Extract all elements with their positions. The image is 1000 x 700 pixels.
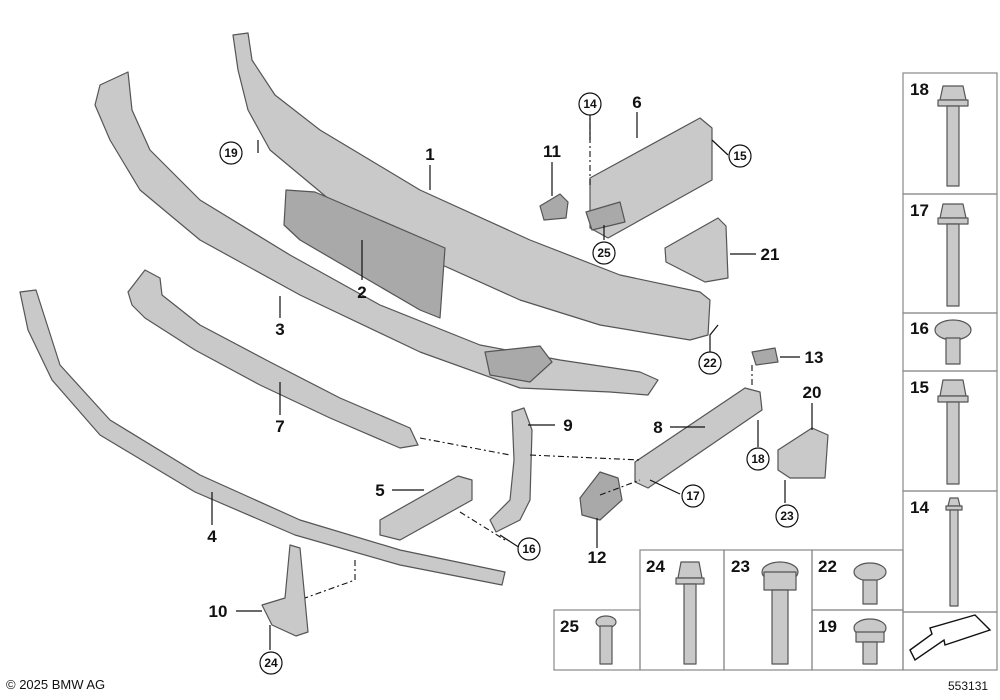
part-2-absorber-plate[interactable] (283, 189, 446, 319)
alignment-line (419, 437, 511, 456)
bolt-18-drawing (937, 85, 969, 187)
alignment-line (529, 454, 641, 461)
svg-text:22: 22 (703, 356, 717, 370)
part-12-bracket[interactable] (579, 471, 623, 521)
fastener-label-17: 17 (910, 201, 929, 220)
svg-text:15: 15 (733, 149, 747, 163)
circled-callout-15: 15 (728, 144, 752, 168)
fastener-label-23: 23 (731, 557, 750, 576)
part-21-bracket[interactable] (664, 217, 729, 283)
svg-text:18: 18 (751, 452, 765, 466)
svg-text:19: 19 (224, 146, 238, 160)
part-1-carrier-beam[interactable] (232, 32, 711, 341)
part-8-crash-box[interactable] (634, 387, 763, 489)
bolt-24-drawing (675, 561, 705, 665)
circled-callout-24: 24 (259, 651, 283, 675)
diagram-number: 553131 (948, 679, 989, 693)
bolt-14-drawing (945, 497, 963, 607)
callout-3: 3 (275, 320, 284, 339)
part-20-bracket[interactable] (777, 427, 829, 479)
circled-callout-17: 17 (681, 484, 705, 508)
fastener-label-24: 24 (646, 557, 665, 576)
fastener-label-14: 14 (910, 498, 929, 517)
svg-text:25: 25 (597, 246, 611, 260)
svg-text:24: 24 (264, 656, 278, 670)
bolt-16-drawing (934, 319, 972, 365)
callout-5: 5 (375, 481, 384, 500)
circled-callout-25: 25 (592, 241, 616, 265)
bolt-23-drawing (761, 561, 799, 665)
leader-line (711, 139, 729, 156)
part-11-clip[interactable] (539, 193, 569, 221)
svg-text:17: 17 (686, 489, 700, 503)
bolt-22-drawing (853, 562, 887, 605)
fastener-label-19: 19 (818, 617, 837, 636)
circled-callout-22: 22 (698, 351, 722, 375)
callout-8: 8 (653, 418, 662, 437)
callout-11: 11 (543, 142, 561, 161)
part-3-lower-carrier[interactable] (94, 71, 659, 396)
part-7-trim-strip[interactable] (127, 269, 419, 449)
leader-line (649, 479, 681, 495)
callout-7: 7 (275, 417, 284, 436)
alignment-line (459, 511, 506, 541)
callout-20: 20 (803, 383, 822, 402)
part-4-lower-trim[interactable] (19, 289, 506, 586)
svg-text:16: 16 (522, 542, 536, 556)
bolt-19-drawing (853, 618, 887, 665)
part-9-bracket[interactable] (489, 407, 533, 533)
fastener-table: 18 17 16 15 14 24 23 22 25 19 (553, 72, 998, 671)
circled-callout-18: 18 (746, 447, 770, 471)
callout-6: 6 (632, 93, 641, 112)
callout-4: 4 (207, 527, 217, 546)
bolt-17-drawing (937, 203, 969, 307)
callout-9: 9 (563, 416, 572, 435)
part-3-bracket[interactable] (484, 345, 553, 383)
alignment-line (304, 560, 356, 599)
fastener-label-15: 15 (910, 378, 929, 397)
fastener-label-18: 18 (910, 80, 929, 99)
circled-callout-19: 19 (219, 141, 243, 165)
callout-21: 21 (761, 245, 780, 264)
copyright-text: © 2025 BMW AG (6, 677, 106, 692)
bolt-15-drawing (937, 379, 969, 485)
callout-13: 13 (805, 348, 824, 367)
part-13-clip[interactable] (751, 347, 779, 366)
circled-callout-16: 16 (517, 537, 541, 561)
fastener-label-16: 16 (910, 319, 929, 338)
leader-line (709, 324, 719, 352)
part-25-plate[interactable] (585, 201, 626, 231)
leader-line (499, 534, 521, 549)
arrow-symbol (909, 614, 992, 662)
fastener-label-25: 25 (560, 617, 579, 636)
bolt-25-drawing (595, 615, 617, 665)
callout-1: 1 (425, 145, 434, 164)
fastener-label-22: 22 (818, 557, 837, 576)
svg-text:23: 23 (780, 509, 794, 523)
circled-callout-14: 14 (578, 92, 602, 116)
svg-text:14: 14 (583, 97, 597, 111)
callout-12: 12 (588, 548, 607, 567)
part-10-bracket[interactable] (261, 544, 309, 637)
circled-callout-23: 23 (775, 504, 799, 528)
callout-2: 2 (357, 283, 366, 302)
callout-10: 10 (209, 602, 228, 621)
part-5-small-carrier[interactable] (379, 475, 473, 541)
